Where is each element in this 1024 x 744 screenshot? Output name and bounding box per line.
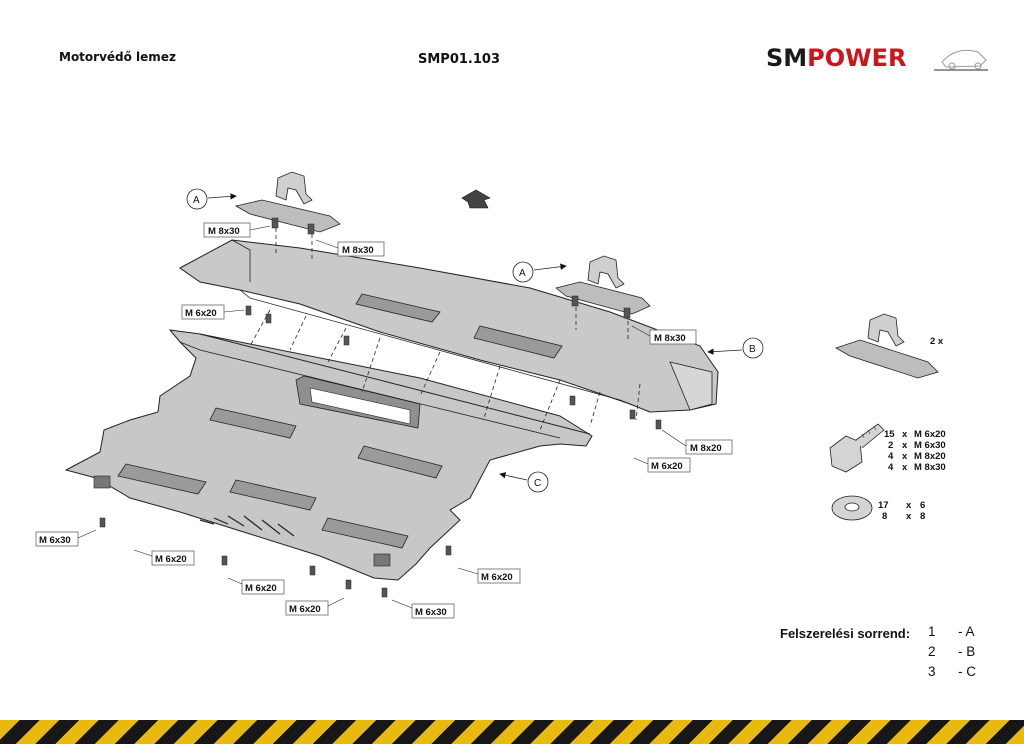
bolt-guides — [249, 228, 641, 431]
bracket-a-right — [555, 255, 651, 315]
size-label: M 6x20 — [227, 577, 285, 595]
svg-text:M 6x20: M 6x20 — [651, 461, 683, 472]
size-label: M 8x20 — [661, 429, 733, 455]
svg-text:M 6x20: M 6x20 — [155, 554, 187, 565]
size-label: M 6x30 — [35, 529, 97, 547]
bolt-row: 4 x M 8x20 — [888, 451, 946, 462]
svg-text:A: A — [519, 268, 526, 279]
svg-text:M 6x30: M 6x30 — [39, 535, 71, 546]
callout-a-left: A — [186, 188, 237, 210]
washer-list: 17 x 6 8 x 8 — [878, 500, 925, 522]
svg-text:x: x — [906, 511, 912, 522]
svg-text:M 6x20: M 6x20 — [481, 572, 513, 583]
svg-text:x: x — [902, 429, 908, 440]
svg-text:x: x — [902, 440, 908, 451]
size-label: M 6x20 — [285, 597, 345, 616]
installation-order-heading: Felszerelési sorrend: — [780, 626, 911, 641]
installation-order: Felszerelési sorrend: 1 - A 2 - B 3 - C — [780, 624, 1000, 684]
svg-text:6: 6 — [920, 500, 925, 511]
size-label: M 8x30 — [631, 325, 697, 345]
size-label: M 6x20 — [133, 549, 195, 566]
svg-text:M 6x30: M 6x30 — [914, 440, 946, 451]
order-step-number: 1 — [928, 624, 936, 639]
svg-text:4: 4 — [888, 462, 894, 473]
bolt-row: 4 x M 8x30 — [888, 462, 946, 473]
bracket-a-left — [234, 171, 341, 233]
plate-c — [64, 329, 593, 581]
svg-text:2: 2 — [888, 440, 893, 451]
order-step-number: 2 — [928, 644, 936, 659]
washer-icon — [831, 495, 873, 521]
bracket-quantity: 2 x — [930, 336, 944, 347]
size-label: M 6x30 — [391, 599, 455, 619]
order-step-letter: - C — [958, 664, 976, 679]
bracket-icon-side — [835, 313, 939, 379]
svg-text:x: x — [906, 500, 912, 511]
bolt-row: 15 x M 6x20 — [884, 429, 946, 440]
svg-text:M 8x30: M 8x30 — [208, 226, 240, 237]
callout-c: C — [499, 471, 549, 493]
svg-text:M 6x20: M 6x20 — [185, 308, 217, 319]
front-arrow-icon — [461, 189, 491, 209]
svg-text:M 6x20: M 6x20 — [289, 604, 321, 615]
svg-text:8: 8 — [882, 511, 887, 522]
bolt-list: 15 x M 6x20 2 x M 6x30 4 x M 8x20 4 x M … — [884, 429, 946, 473]
bolt-row: 2 x M 6x30 — [888, 440, 946, 451]
svg-text:M 8x20: M 8x20 — [690, 443, 722, 454]
size-label: M 8x30 — [203, 222, 271, 238]
svg-text:M 8x20: M 8x20 — [914, 451, 946, 462]
svg-text:4: 4 — [888, 451, 894, 462]
bolt-icon — [829, 423, 885, 473]
plate-b — [179, 239, 719, 413]
callout-b: B — [707, 337, 764, 359]
logo-sm-text: SMPOWER — [766, 44, 907, 72]
washer-row: 8 x 8 — [882, 511, 925, 522]
svg-text:C: C — [534, 478, 541, 489]
svg-text:x: x — [902, 451, 908, 462]
callout-a-right: A — [512, 261, 567, 283]
svg-text:x: x — [902, 462, 908, 473]
svg-text:8: 8 — [920, 511, 925, 522]
svg-text:15: 15 — [884, 429, 895, 440]
order-step-letter: - A — [958, 624, 975, 639]
svg-text:M 6x20: M 6x20 — [245, 583, 277, 594]
hazard-stripe — [0, 720, 1024, 744]
document-title: Motorvédő lemez — [59, 50, 176, 64]
svg-text:M 8x30: M 8x30 — [654, 333, 686, 344]
svg-text:17: 17 — [878, 500, 889, 511]
svg-text:M 8x30: M 8x30 — [342, 245, 374, 256]
size-label: M 8x30 — [315, 239, 385, 257]
svg-text:M 6x30: M 6x30 — [415, 607, 447, 618]
washer-row: 17 x 6 — [878, 500, 925, 511]
bolt-markers — [99, 217, 662, 598]
size-label: M 6x20 — [181, 304, 245, 320]
order-step-number: 3 — [928, 664, 936, 679]
part-code: SMP01.103 — [418, 52, 500, 67]
size-label: M 6x20 — [633, 457, 691, 473]
svg-text:M 8x30: M 8x30 — [914, 462, 946, 473]
order-step-letter: - B — [958, 644, 976, 659]
svg-text:B: B — [749, 344, 756, 355]
size-label: M 6x20 — [457, 567, 521, 584]
svg-text:A: A — [193, 195, 200, 206]
svg-text:M 6x20: M 6x20 — [914, 429, 946, 440]
brand-logo: SMPOWER — [766, 44, 988, 72]
